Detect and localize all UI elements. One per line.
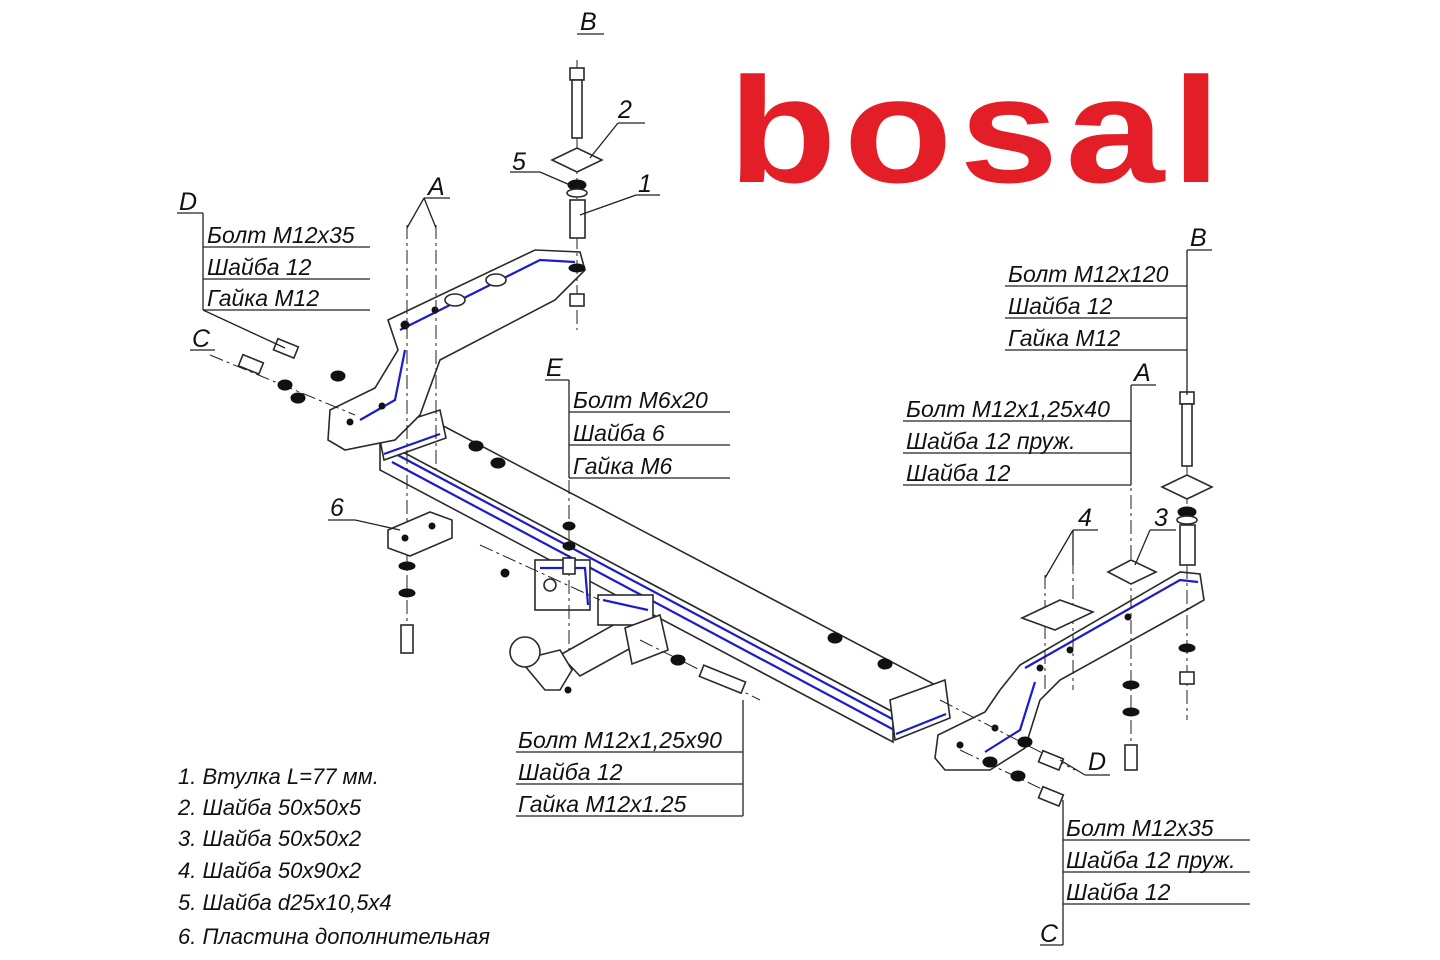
leader-lines: [177, 33, 1250, 946]
top-bolt-stack: [550, 67, 604, 307]
legend-item-6: 6. Пластина дополнительная: [178, 924, 490, 949]
part-number-6: 6: [330, 494, 344, 522]
left-side-bracket: [327, 249, 586, 451]
label-b-right: B: [1190, 224, 1207, 252]
label-a-left: A: [426, 173, 445, 201]
callout-e-nut: Гайка М6: [573, 453, 673, 479]
e-stack: [562, 521, 576, 575]
letter-labels: B A D C E B A D C: [179, 8, 1207, 948]
legend-item-5: 5. Шайба d25х10,5х4: [178, 890, 392, 915]
right-bolt-stack: [1160, 391, 1214, 685]
bosal-logo: bosal: [728, 46, 1228, 214]
callout-e-bolt: Болт М6х20: [573, 387, 708, 413]
part-numbers: 1 2 3 4 5 6: [330, 96, 1168, 532]
callout-a-right: Болт М12х1,25х40 Шайба 12 пруж. Шайба 12: [906, 396, 1110, 486]
callout-b-right-nut: Гайка М12: [1008, 325, 1120, 351]
legend-item-2: 2. Шайба 50х50х5: [177, 795, 362, 820]
callout-ball-mount-nut: Гайка М12х1.25: [518, 791, 687, 817]
callout-a-right-bolt: Болт М12х1,25х40: [906, 396, 1110, 422]
parts-legend: 1. Втулка L=77 мм. 2. Шайба 50х50х5 3. Ш…: [177, 764, 490, 949]
label-d-left: D: [179, 188, 197, 216]
callout-ball-mount-washer: Шайба 12: [518, 759, 623, 785]
logo-text: bosal: [728, 46, 1228, 214]
right-side-bracket: [934, 571, 1205, 771]
callout-b-right: Болт М12х120 Шайба 12 Гайка М12: [1008, 261, 1169, 351]
callout-c-bottom-washer: Шайба 12: [1066, 879, 1171, 905]
callout-ball-mount-bolt: Болт М12х1,25х90: [518, 727, 722, 753]
washers-3-4: [1019, 559, 1158, 771]
callout-d-left: Болт М12х35 Шайба 12 Гайка М12: [207, 222, 355, 311]
label-c-bottom: C: [1040, 920, 1059, 948]
callout-b-right-washer: Шайба 12: [1008, 293, 1113, 319]
callout-ball-mount: Болт М12х1,25х90 Шайба 12 Гайка М12х1.25: [518, 727, 722, 817]
label-d-right: D: [1088, 748, 1106, 776]
part-number-4: 4: [1078, 504, 1092, 532]
label-a-right: A: [1132, 359, 1151, 387]
legend-item-3: 3. Шайба 50х50х2: [178, 826, 361, 851]
part-number-3: 3: [1154, 504, 1168, 532]
plate-6-stack: [387, 511, 453, 654]
tow-ball-mount: [500, 559, 669, 694]
callout-c-bottom-spring-washer: Шайба 12 пруж.: [1066, 847, 1236, 873]
label-b-top: B: [580, 8, 597, 36]
callout-b-right-bolt: Болт М12х120: [1008, 261, 1169, 287]
label-c-left: C: [192, 325, 211, 353]
callout-a-right-spring-washer: Шайба 12 пруж.: [906, 428, 1076, 454]
callout-a-right-washer: Шайба 12: [906, 460, 1011, 486]
callout-d-left-washer: Шайба 12: [207, 254, 312, 280]
label-e-mid: E: [546, 354, 563, 382]
callout-e-washer: Шайба 6: [573, 420, 665, 446]
legend-item-4: 4. Шайба 50х90х2: [178, 858, 361, 883]
callout-e-mid: Болт М6х20 Шайба 6 Гайка М6: [573, 387, 708, 479]
part-number-2: 2: [617, 96, 632, 124]
part-number-1: 1: [638, 170, 652, 198]
callout-c-bottom: Болт М12х35 Шайба 12 пруж. Шайба 12: [1066, 815, 1236, 905]
callout-d-left-bolt: Болт М12х35: [207, 222, 355, 248]
legend-item-1: 1. Втулка L=77 мм.: [178, 764, 379, 789]
part-number-5: 5: [512, 148, 526, 176]
callout-d-left-nut: Гайка М12: [207, 285, 319, 311]
left-side-bolts: [237, 337, 506, 469]
right-side-bolts: [670, 632, 1065, 808]
callout-c-bottom-bolt: Болт М12х35: [1066, 815, 1214, 841]
